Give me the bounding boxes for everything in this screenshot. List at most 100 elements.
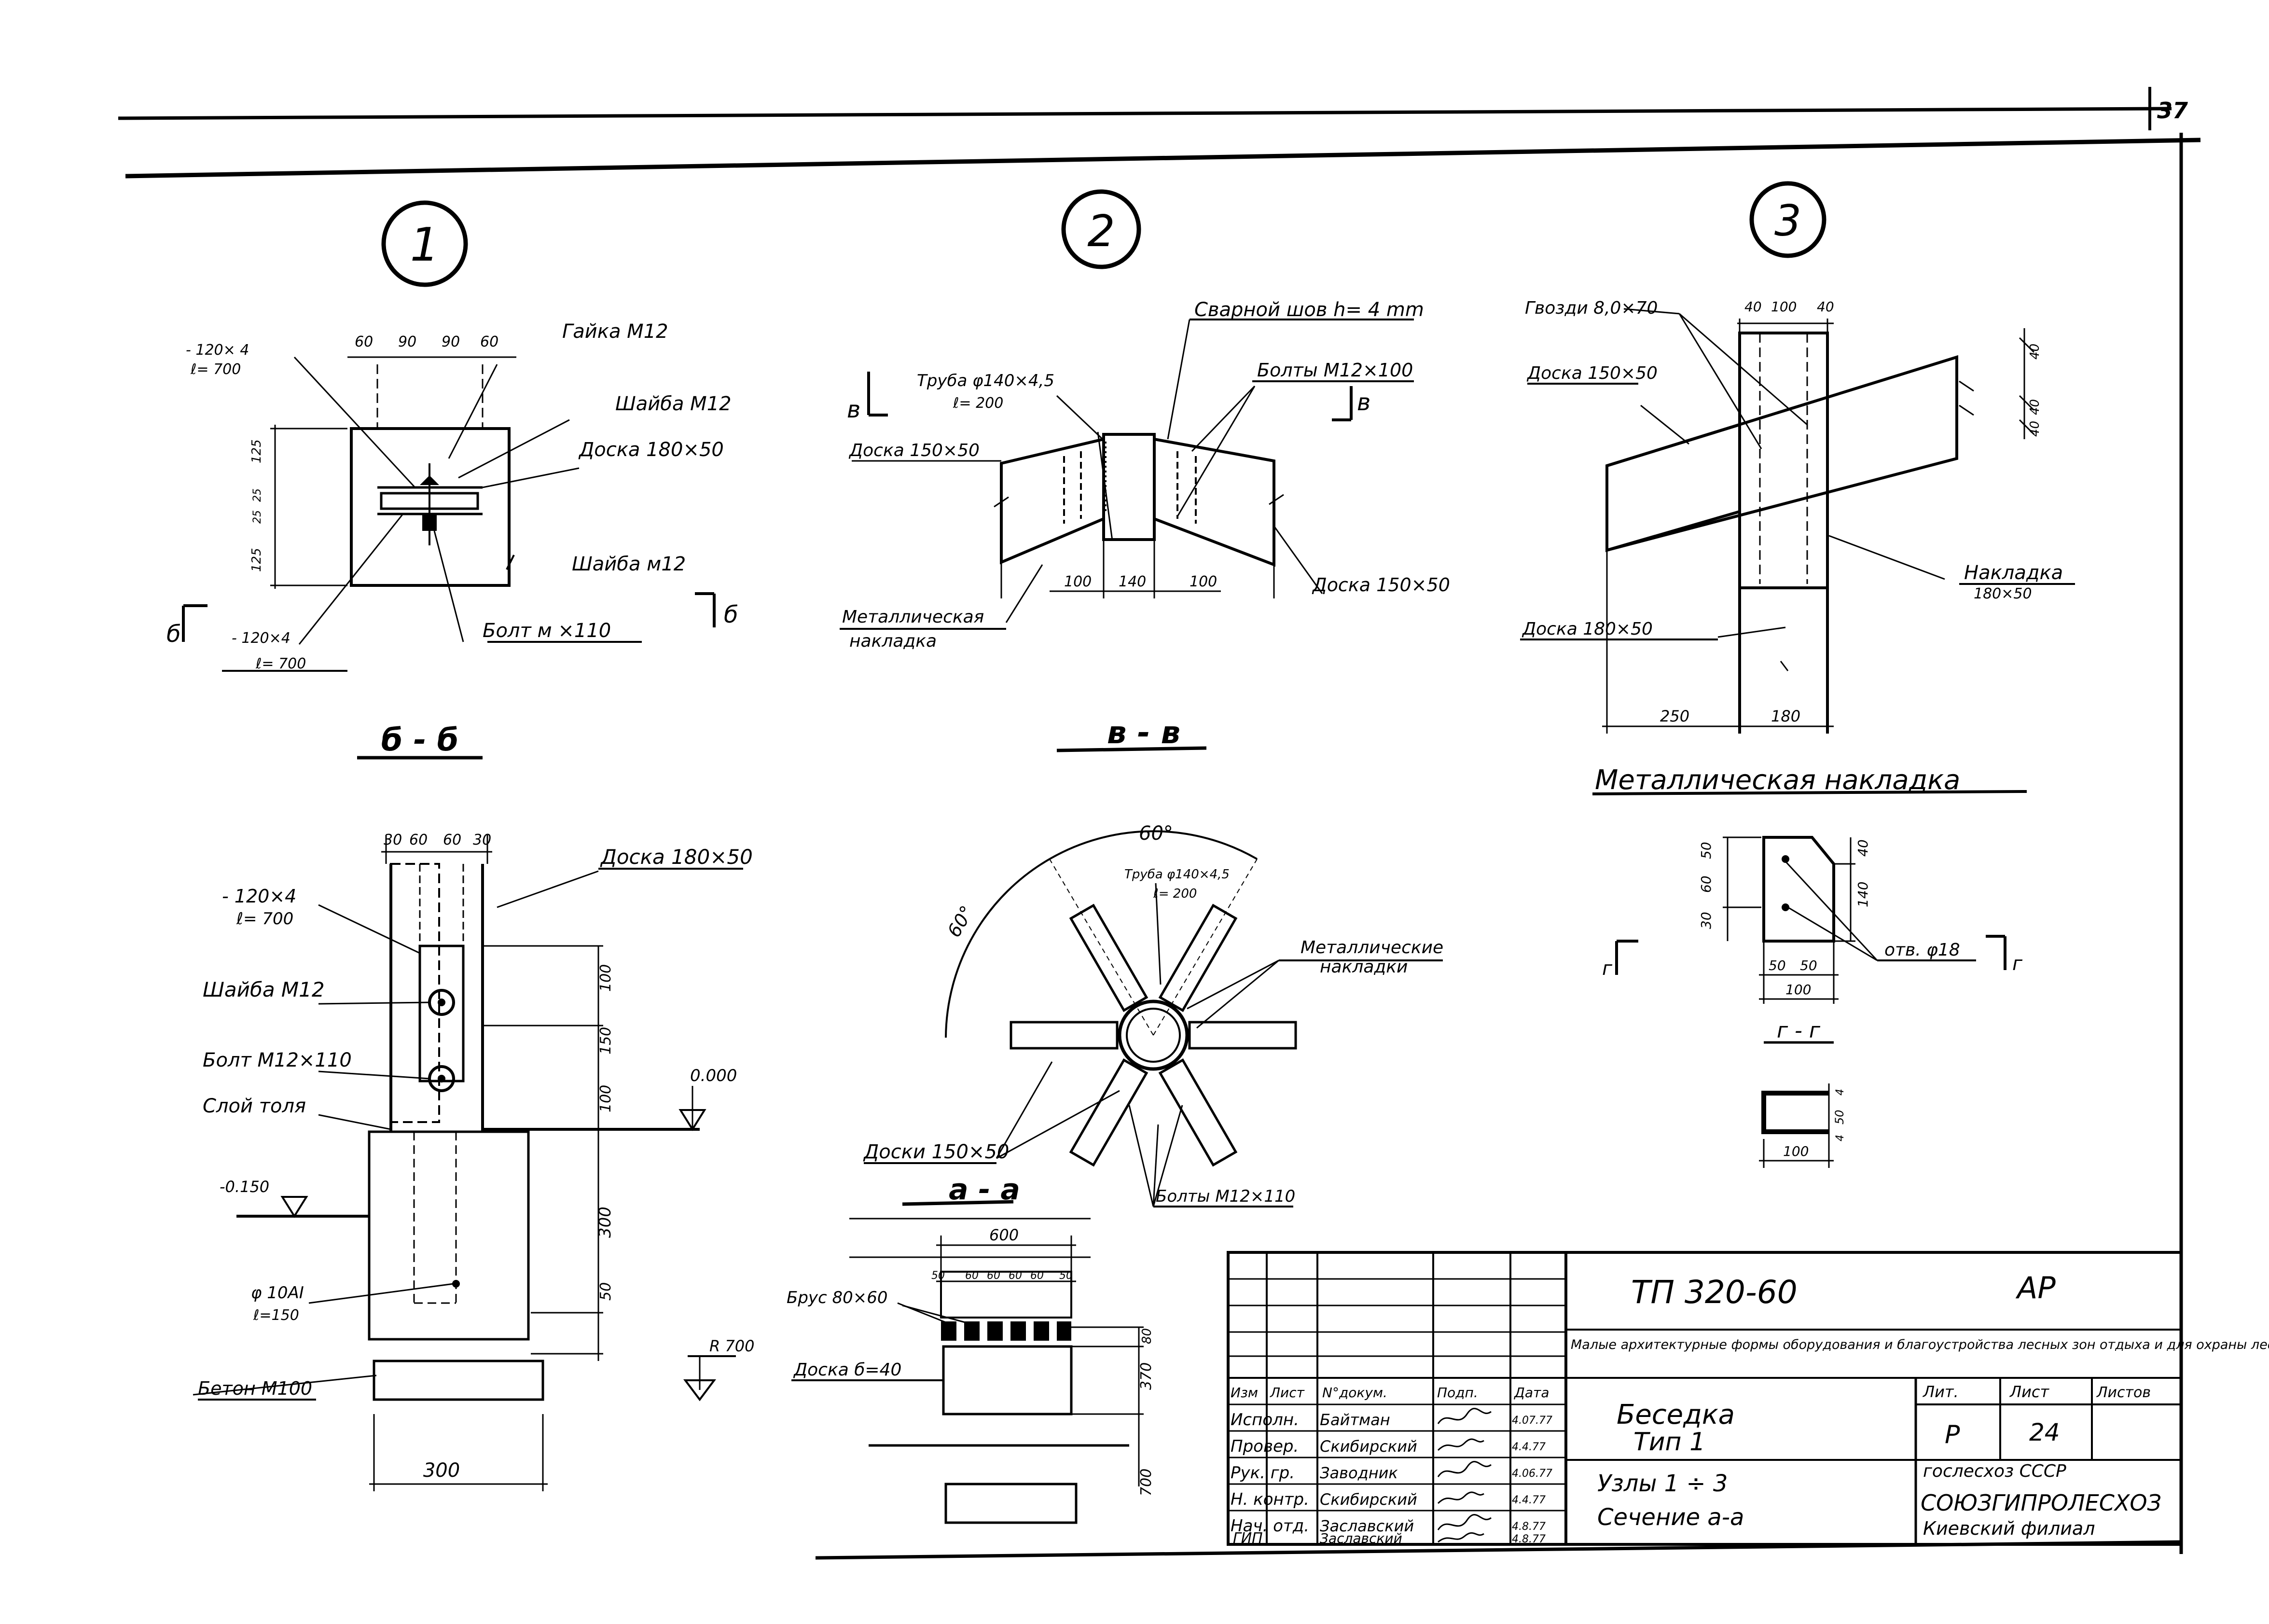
- svg-text:Сечение а-а: Сечение а-а: [1597, 1504, 1744, 1531]
- svg-text:60: 60: [965, 1270, 979, 1282]
- svg-text:ℓ= 700: ℓ= 700: [255, 655, 306, 672]
- svg-text:Р: Р: [1945, 1420, 1960, 1449]
- svg-text:Доска 150×50: Доска 150×50: [848, 441, 980, 460]
- svg-text:ℓ= 700: ℓ= 700: [190, 361, 241, 378]
- svg-text:40: 40: [2028, 421, 2042, 437]
- svg-text:ТП 320-60: ТП 320-60: [1631, 1274, 1798, 1311]
- svg-text:Болты М12×100: Болты М12×100: [1257, 360, 1413, 381]
- svg-text:2: 2: [1087, 206, 1115, 257]
- svg-text:125: 125: [249, 548, 264, 572]
- svg-text:φ 10АI: φ 10АI: [251, 1283, 304, 1303]
- svg-text:60: 60: [443, 832, 461, 848]
- svg-text:- 120×4: - 120×4: [232, 630, 291, 647]
- section-aa-drawing: [791, 1200, 1144, 1524]
- detail-marker-3: 3: [1749, 181, 1826, 258]
- svg-text:100: 100: [597, 1085, 614, 1112]
- svg-text:30: 30: [384, 832, 402, 848]
- svg-text:Заславский: Заславский: [1320, 1530, 1402, 1546]
- svg-text:Рук. гр.: Рук. гр.: [1231, 1463, 1295, 1483]
- svg-text:Слой толя: Слой толя: [203, 1095, 306, 1117]
- svg-text:Скибирский: Скибирский: [1320, 1437, 1417, 1456]
- svg-text:гослесхоз СССР: гослесхоз СССР: [1923, 1461, 2066, 1481]
- node-3-drawing: [1520, 308, 2075, 734]
- node-1-drawing: [182, 356, 716, 672]
- svg-text:Гвозди 8,0×70: Гвозди 8,0×70: [1525, 298, 1658, 318]
- svg-text:в - в: в - в: [1107, 715, 1180, 751]
- svg-text:300: 300: [423, 1459, 460, 1482]
- svg-text:0.000: 0.000: [690, 1066, 737, 1085]
- svg-text:Дата: Дата: [1513, 1385, 1550, 1401]
- svg-text:Доска 180×50: Доска 180×50: [1522, 619, 1653, 639]
- svg-text:40: 40: [2028, 399, 2042, 415]
- metal-overlay-drawing: [1592, 790, 2027, 1168]
- svg-text:60: 60: [409, 832, 428, 848]
- svg-text:4.8.77: 4.8.77: [1512, 1521, 1546, 1533]
- svg-text:Бетон М100: Бетон М100: [198, 1378, 312, 1399]
- svg-text:Лист: Лист: [2009, 1383, 2049, 1401]
- svg-text:Брус 80×60: Брус 80×60: [787, 1288, 888, 1307]
- svg-text:Байтман: Байтман: [1320, 1411, 1390, 1429]
- detail-marker-2: 2: [1061, 189, 1141, 269]
- svg-text:100: 100: [1771, 299, 1797, 315]
- svg-text:Шайба М12: Шайба М12: [615, 393, 732, 415]
- svg-text:накладки: накладки: [1320, 957, 1408, 977]
- svg-text:140: 140: [1119, 573, 1146, 590]
- svg-text:Накладка: Накладка: [1964, 562, 2063, 584]
- svg-text:50: 50: [1833, 1110, 1846, 1124]
- svg-text:24: 24: [2029, 1418, 2060, 1446]
- svg-text:Подп.: Подп.: [1437, 1385, 1478, 1401]
- svg-text:Нач. отд.: Нач. отд.: [1231, 1516, 1309, 1536]
- svg-text:в: в: [1357, 389, 1370, 416]
- svg-text:180: 180: [1771, 707, 1800, 725]
- svg-text:4.8.77: 4.8.77: [1512, 1533, 1546, 1545]
- svg-text:30: 30: [1698, 912, 1714, 929]
- svg-text:100: 100: [597, 964, 614, 992]
- svg-text:Провер.: Провер.: [1231, 1437, 1299, 1456]
- svg-text:Доска 180×50: Доска 180×50: [600, 845, 753, 869]
- svg-text:б: б: [166, 621, 181, 648]
- svg-text:Металлическая: Металлическая: [842, 607, 984, 627]
- svg-text:г: г: [2012, 953, 2023, 975]
- svg-text:90: 90: [398, 333, 416, 350]
- svg-text:ГИП: ГИП: [1233, 1530, 1263, 1547]
- section-vv-drawing: [864, 746, 1443, 1208]
- svg-text:370: 370: [1138, 1362, 1155, 1390]
- svg-text:140: 140: [1855, 882, 1871, 907]
- svg-text:СОЮЗГИПРОЛЕСХОЗ: СОЮЗГИПРОЛЕСХОЗ: [1921, 1490, 2161, 1516]
- sheet-number: 37: [2157, 97, 2188, 124]
- svg-text:60: 60: [355, 333, 373, 350]
- svg-text:Киевский филиал: Киевский филиал: [1923, 1518, 2095, 1539]
- svg-text:Беседка: Беседка: [1617, 1399, 1735, 1430]
- svg-text:50: 50: [1698, 842, 1714, 859]
- metal-overlay-labels: Металлическая накладка 30 60 50 40 140 5…: [1595, 764, 2023, 1159]
- svg-text:Узлы 1 ÷ 3: Узлы 1 ÷ 3: [1597, 1470, 1728, 1497]
- svg-text:- 120×4: - 120×4: [222, 886, 296, 907]
- svg-text:50: 50: [597, 1282, 614, 1301]
- svg-text:60: 60: [987, 1270, 1000, 1282]
- svg-text:600: 600: [989, 1226, 1019, 1244]
- svg-text:Лит.: Лит.: [1923, 1383, 1959, 1401]
- title-block: [1227, 1251, 2183, 1546]
- svg-text:Болт м ×110: Болт м ×110: [483, 620, 611, 642]
- svg-text:Доска 150×50: Доска 150×50: [1312, 574, 1450, 596]
- node-2-labels: Сварной шов h= 4 mm Труба φ140×4,5 ℓ= 20…: [842, 299, 1450, 651]
- svg-text:накладка: накладка: [849, 631, 937, 651]
- svg-text:80: 80: [1140, 1328, 1154, 1344]
- svg-text:4.4.77: 4.4.77: [1512, 1441, 1546, 1453]
- svg-text:Гайка М12: Гайка М12: [562, 320, 668, 343]
- svg-text:отв. φ18: отв. φ18: [1884, 940, 1960, 960]
- svg-text:Болт М12×110: Болт М12×110: [203, 1049, 352, 1071]
- svg-text:Доски 150×50: Доски 150×50: [863, 1141, 1009, 1163]
- svg-text:Скибирский: Скибирский: [1320, 1490, 1417, 1509]
- svg-text:60°: 60°: [1139, 822, 1173, 845]
- svg-text:100: 100: [1783, 1143, 1809, 1159]
- detail-marker-1: 1: [381, 200, 468, 287]
- svg-text:50: 50: [931, 1270, 945, 1282]
- svg-text:Исполн.: Исполн.: [1231, 1410, 1299, 1430]
- svg-text:N°докум.: N°докум.: [1322, 1385, 1387, 1401]
- svg-text:АР: АР: [2015, 1270, 2056, 1305]
- node-1-labels: 60 90 90 60 125 25 25 125 - 120× 4 ℓ= 70…: [166, 320, 738, 672]
- svg-text:Тип 1: Тип 1: [1633, 1428, 1705, 1457]
- svg-text:ℓ= 200: ℓ= 200: [953, 395, 1003, 412]
- svg-text:-0.150: -0.150: [220, 1178, 269, 1196]
